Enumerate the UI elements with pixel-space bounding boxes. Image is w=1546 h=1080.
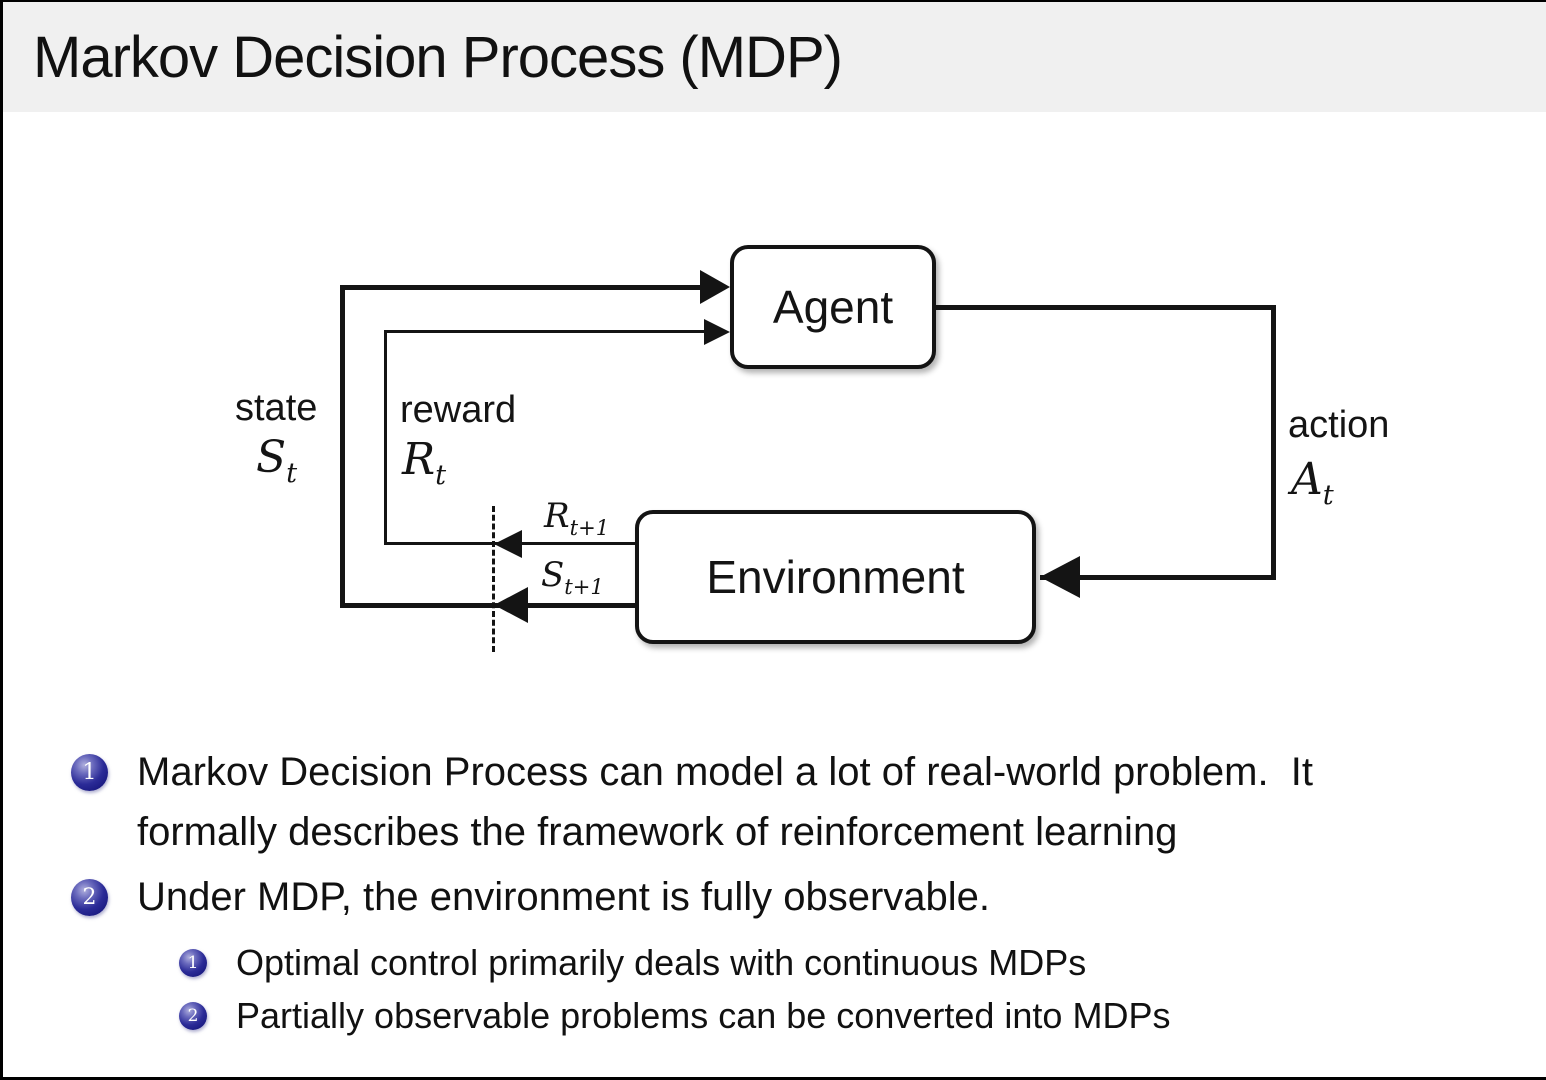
agent-box: Agent	[730, 245, 936, 369]
item-text: Markov Decision Process can model a lot …	[137, 749, 1314, 794]
item-text: Optimal control primarily deals with con…	[236, 942, 1087, 983]
item-text: Under MDP, the environment is fully obse…	[137, 874, 991, 919]
action-label: action	[1288, 404, 1390, 446]
item-number-ball: 1	[71, 753, 108, 791]
action-arrow-bottom-line	[1040, 575, 1276, 580]
next-reward-symbol: Rt+1	[544, 496, 610, 540]
action-arrowhead-into-environment-icon	[1040, 556, 1080, 598]
reward-arrow-top-line	[384, 330, 707, 333]
title-band: Markov Decision Process (MDP)	[3, 2, 1546, 112]
action-arrow-top-line	[932, 305, 1276, 310]
item-text: formally describes the framework of rein…	[137, 809, 1178, 854]
next-reward-arrowhead-icon	[494, 530, 522, 558]
action-symbol: At	[1291, 454, 1334, 511]
environment-box: Environment	[635, 510, 1036, 644]
state-arrow-top-line	[340, 285, 703, 290]
reward-arrowhead-into-agent-icon	[704, 319, 730, 345]
item-number-ball: 2	[179, 1002, 207, 1030]
reward-symbol: Rt	[402, 434, 447, 491]
sub-list-item: 1 Optimal control primarily deals with c…	[179, 939, 1086, 987]
reward-arrow-left-line	[384, 330, 387, 544]
next-state-symbol: St+1	[541, 555, 604, 599]
mdp-agent-environment-diagram: Agent Environment state St reward Rt act…	[3, 2, 1546, 722]
sub-list-item: 2 Partially observable problems can be c…	[179, 992, 1170, 1040]
page-title: Markov Decision Process (MDP)	[33, 24, 843, 90]
state-label: state	[235, 387, 318, 429]
list-item-continued: formally describes the framework of rein…	[137, 802, 1177, 862]
reward-label: reward	[400, 389, 517, 431]
environment-label: Environment	[706, 551, 965, 603]
state-arrowhead-into-agent-icon	[700, 270, 730, 304]
list-item: 2 Under MDP, the environment is fully ob…	[71, 867, 990, 927]
time-step-divider-dashed-line	[492, 506, 495, 652]
state-symbol: St	[256, 432, 298, 489]
action-arrow-right-line	[1271, 305, 1276, 580]
agent-label: Agent	[772, 281, 894, 333]
next-state-arrowhead-icon	[494, 587, 528, 623]
state-arrow-left-line	[340, 285, 345, 608]
list-item: 1 Markov Decision Process can model a lo…	[71, 742, 1313, 802]
item-number-ball: 2	[71, 878, 108, 916]
item-number-ball: 1	[179, 949, 207, 977]
state-arrow-bottom-line	[340, 603, 635, 608]
item-text: Partially observable problems can be con…	[236, 995, 1171, 1036]
